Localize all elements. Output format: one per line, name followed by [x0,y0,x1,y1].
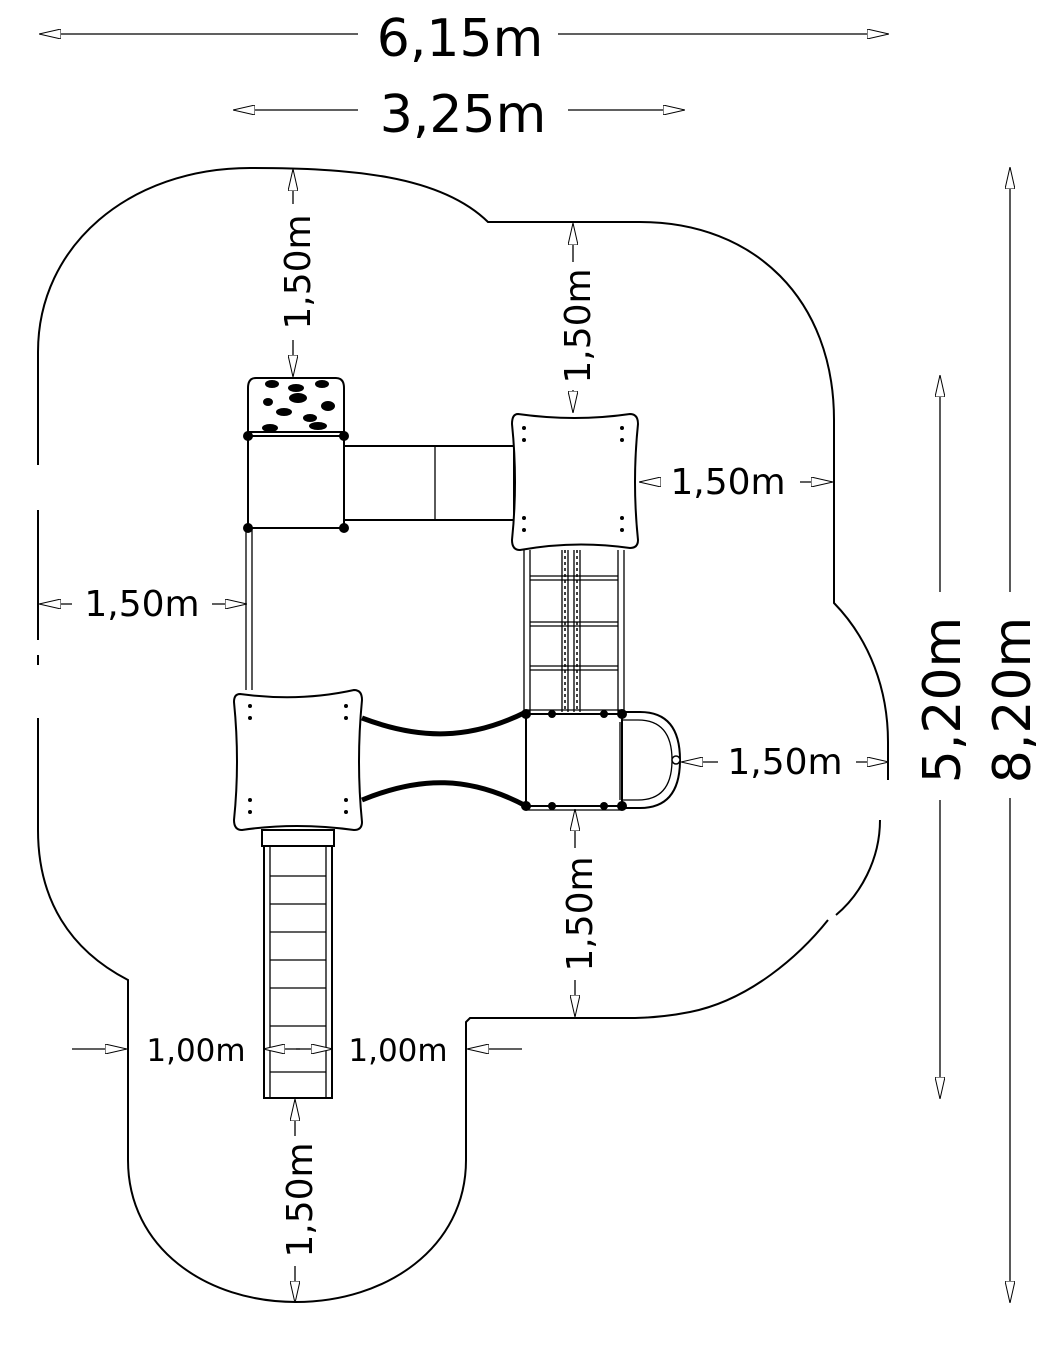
overall-depth-dimension: 8,20m [983,168,1043,1302]
tower-top-left-posts [243,431,349,533]
slide-side-left-dimension: 1,00m [72,1033,300,1069]
clearance-left-dimension: 1,50m [40,584,246,625]
slide-side-right-label: 1,00m [348,1033,447,1069]
clearance-below-right-dimension: 1,50m [560,810,601,1016]
tower-bottom-right [525,713,623,807]
clearance-right-lower-dimension: 1,50m [682,742,888,783]
structure-depth-label: 5,20m [913,617,973,783]
clearance-top-right-dimension: 1,50m [558,224,599,412]
clearance-right-lower-label: 1,50m [727,742,842,783]
clearance-left-label: 1,50m [84,584,199,625]
bridge-top [343,445,515,521]
tower-top-left [247,435,345,529]
tower-top-right-platform [510,412,640,552]
structure-depth-dimension: 5,20m [913,376,973,1098]
clearance-right-upper-label: 1,50m [670,462,785,503]
overall-depth-label: 8,20m [983,617,1043,783]
clearance-top-left-dimension: 1,50m [278,170,319,376]
clearance-bottom-label: 1,50m [280,1142,321,1257]
slide [261,829,335,1099]
platform-bolts-2 [248,704,348,814]
play-structure [232,377,682,1099]
overall-width-label: 6,15m [377,9,543,69]
slide-side-left-label: 1,00m [146,1033,245,1069]
climbing-ladder [523,550,625,712]
safety-zone-outline [37,166,889,1304]
platform-bolts [522,426,624,532]
tower-bottom-left-platform [232,688,364,832]
clearance-right-upper-dimension: 1,50m [640,462,832,503]
curved-bridge [361,709,528,809]
clearance-below-right-label: 1,50m [560,856,601,971]
structure-width-dimension: 3,25m [234,85,684,145]
clearance-top-right-label: 1,50m [558,268,599,383]
clearance-top-left-label: 1,50m [278,214,319,329]
structure-width-label: 3,25m [380,85,546,145]
climbing-holds [262,380,335,432]
clearance-bottom-dimension: 1,50m [280,1100,321,1302]
overall-width-dimension: 6,15m [40,9,888,69]
slide-side-right-dimension: 1,00m [296,1033,522,1069]
